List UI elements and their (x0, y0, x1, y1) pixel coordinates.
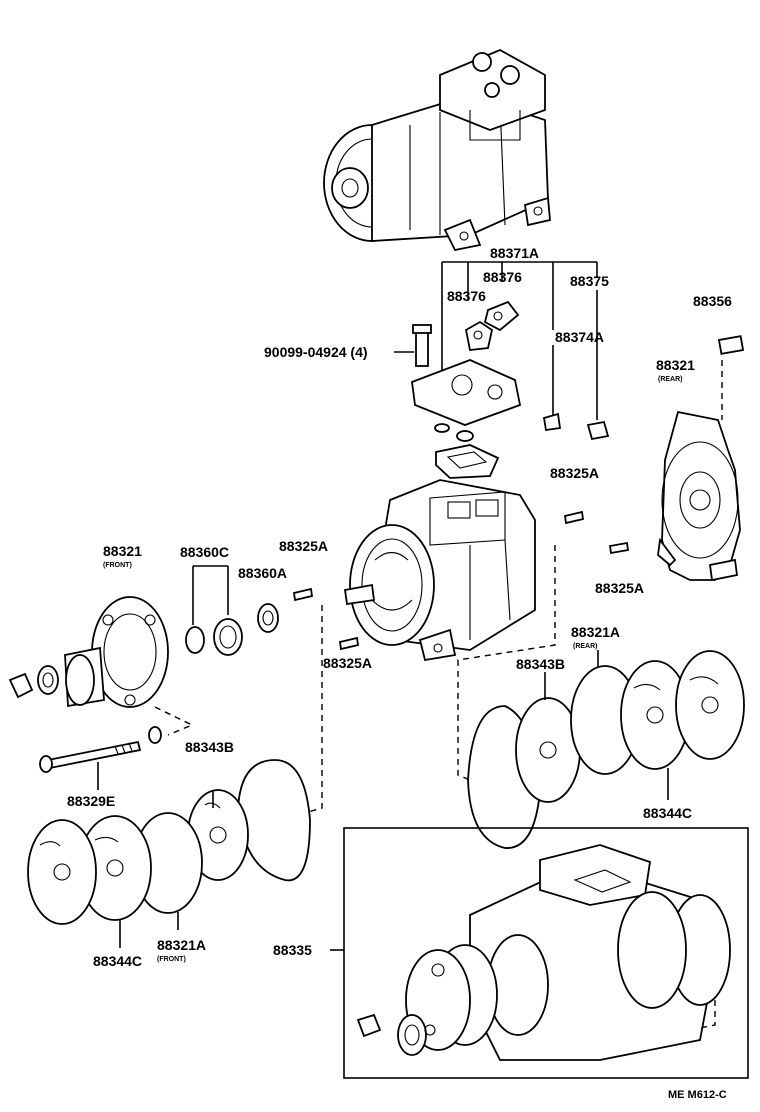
label-88344C-front: 88344C (93, 953, 142, 969)
label-88343B-front: 88343B (185, 739, 234, 755)
88371A-bracket (441, 261, 598, 420)
label-88321-rear-sub: (REAR) (658, 376, 683, 383)
diagram-code: ME M612-C (668, 1089, 727, 1101)
shaft-seals-drawing (185, 565, 279, 656)
label-88375: 88375 (570, 273, 609, 289)
label-88325A: 88325A (595, 580, 644, 596)
label-88325A: 88325A (323, 655, 372, 671)
label-88356: 88356 (693, 293, 732, 309)
label-88335: 88335 (273, 942, 312, 958)
rear-cylinder-head-drawing (657, 335, 745, 582)
front-cylinder-head-drawing (8, 596, 169, 744)
label-88344C-rear: 88344C (643, 805, 692, 821)
label-88360C: 88360C (180, 544, 229, 560)
label-88325A: 88325A (550, 465, 599, 481)
label-88325A: 88325A (279, 538, 328, 554)
label-88321-front: 88321 (103, 543, 142, 559)
rear-valve-plates-drawing (467, 650, 745, 849)
label-88321A-rear-sub: (REAR) (573, 643, 598, 650)
front-valve-plates-drawing (27, 759, 311, 948)
label-90099-04924: 90099-04924 (4) (264, 344, 368, 360)
label-88343B-rear: 88343B (516, 656, 565, 672)
through-bolt-drawing (39, 740, 142, 790)
label-88321-rear: 88321 (656, 357, 695, 373)
label-88321A-rear: 88321A (571, 624, 620, 640)
label-88321-front-sub: (FRONT) (103, 562, 132, 569)
label-88321A-front-sub: (FRONT) (157, 956, 186, 963)
label-88329E: 88329E (67, 793, 115, 809)
label-88371A: 88371A (490, 245, 539, 261)
compressor-assembly-drawing (323, 49, 551, 252)
label-88376: 88376 (483, 269, 522, 285)
label-88360A: 88360A (238, 565, 287, 581)
service-valves-drawing (394, 300, 610, 479)
part-labels: 88371A 88376 88375 88376 88374A 90099-04… (67, 245, 732, 1101)
inset-box-88335 (330, 827, 749, 1079)
pins-drawing (292, 510, 630, 651)
label-88376: 88376 (447, 288, 486, 304)
label-88321A-front: 88321A (157, 937, 206, 953)
compressor-body-drawing (343, 479, 536, 662)
label-88374A: 88374A (555, 329, 604, 345)
